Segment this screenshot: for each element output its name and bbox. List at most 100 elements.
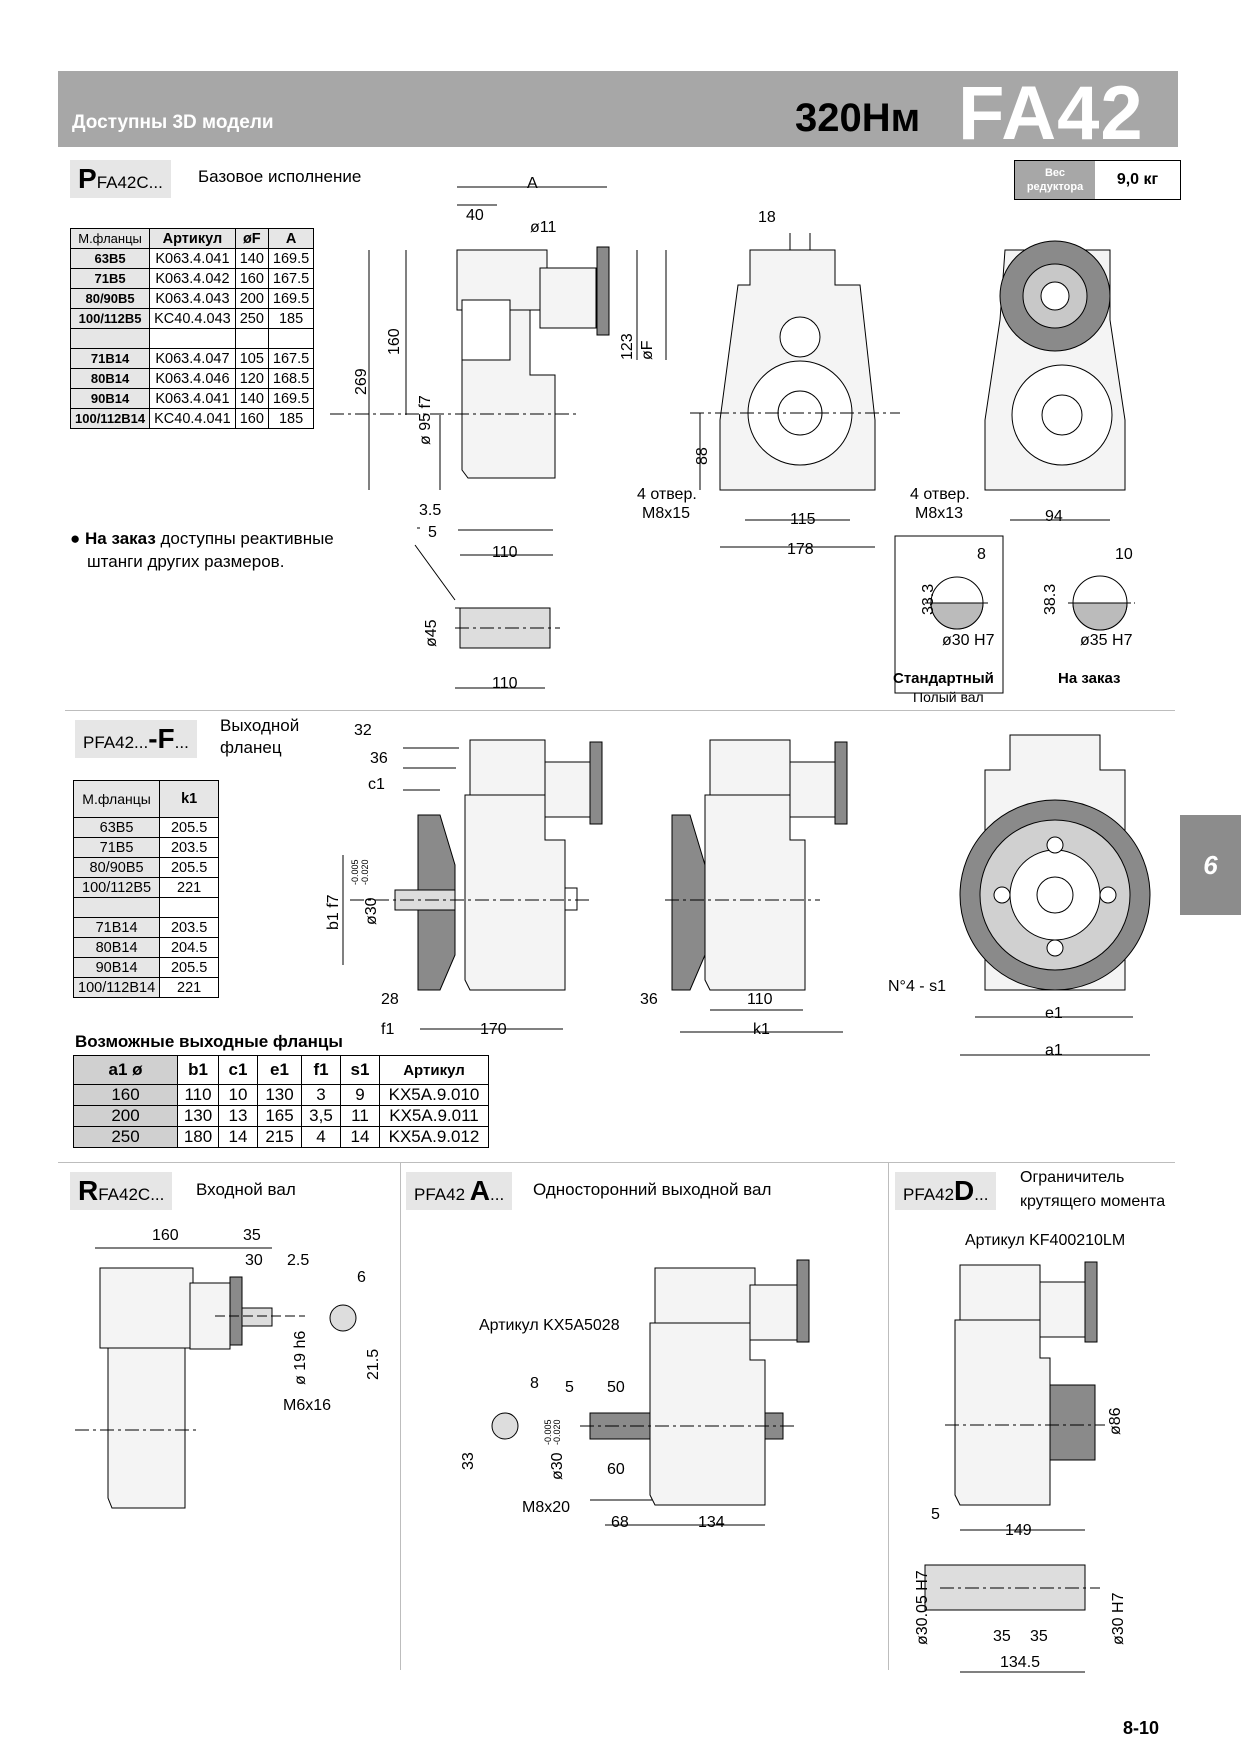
dim-f: øF — [639, 340, 656, 360]
table-cell: KX5A.9.011 — [379, 1105, 489, 1127]
section4-title: Односторонний выходной вал — [533, 1180, 772, 1199]
dim-6: 6 — [357, 1269, 366, 1286]
table-cell: 160 — [73, 1084, 178, 1106]
table-cell: 203.5 — [159, 837, 220, 858]
input-shaft-view — [99, 1267, 357, 1509]
table-cell — [72, 897, 161, 918]
table-cell: 169.5 — [267, 248, 315, 269]
holes1-line2: M8x15 — [642, 505, 690, 522]
dim-160-input: 160 — [152, 1227, 179, 1244]
divider — [65, 710, 1175, 711]
table-cell: 90B14 — [72, 957, 161, 978]
key-10: 10 — [1115, 546, 1133, 563]
table-cell: 80/90B5 — [72, 857, 161, 878]
flange-side-view-1 — [394, 739, 603, 991]
col-header: k1 — [159, 780, 220, 818]
table-cell: 71B14 — [72, 917, 161, 938]
key-35: ø35 H7 — [1080, 632, 1133, 649]
dim-11: ø11 — [530, 219, 556, 236]
dim-95: ø 95 f7 — [417, 395, 434, 445]
dim-5-output: 5 — [565, 1379, 574, 1396]
gearbox-right-view — [984, 240, 1126, 521]
divider — [58, 1162, 1175, 1163]
table-cell: 71B14 — [69, 348, 151, 369]
dim-86: ø86 — [1107, 1407, 1124, 1435]
dim-5-limiter: 5 — [931, 1506, 940, 1523]
section3-title: Входной вал — [196, 1180, 296, 1199]
section4-code: PFA42 A... — [406, 1172, 513, 1210]
dim-110b: 110 — [492, 675, 518, 692]
col-header: a1 ø — [73, 1055, 178, 1085]
table-cell: 204.5 — [159, 937, 220, 958]
table-cell: 90B14 — [69, 388, 151, 409]
divider — [400, 1162, 401, 1670]
table-cell: 140 — [234, 388, 269, 409]
dim-35a: 35 — [993, 1628, 1011, 1645]
dim-178: 178 — [787, 541, 814, 558]
section2-code: PFA42...-F... — [75, 720, 197, 758]
table-cell: 14 — [218, 1126, 258, 1148]
dim-269: 269 — [353, 368, 370, 395]
divider — [888, 1162, 889, 1670]
table-cell: 4 — [301, 1126, 341, 1148]
dim-134: 134 — [698, 1514, 725, 1531]
dim-s1: N°4 - s1 — [888, 978, 946, 995]
table-cell: 250 — [73, 1126, 178, 1148]
dim-30-output: ø30 — [549, 1452, 566, 1480]
dim-134-5: 134.5 — [1000, 1654, 1040, 1671]
col-header: М.фланцы — [72, 780, 161, 818]
shaft-standard-sub: Полый вал — [913, 689, 984, 705]
table-cell: 100/112B14 — [72, 977, 161, 998]
dim-18: 18 — [758, 209, 776, 226]
dim-149: 149 — [1005, 1522, 1032, 1539]
table-cell: 185 — [267, 408, 315, 429]
flange-front-view — [959, 734, 1151, 991]
dim-30: ø30 — [363, 897, 380, 925]
table-row — [72, 897, 220, 918]
dim-45: ø45 — [423, 619, 440, 647]
dim-30-limiter: ø30 H7 — [1110, 1592, 1127, 1645]
table-cell: 165 — [257, 1105, 302, 1127]
thread-m6: M6x16 — [283, 1397, 331, 1414]
chapter-tab: 6 — [1180, 815, 1241, 915]
key-33: 33.3 — [920, 584, 937, 615]
table-cell: 71B5 — [69, 268, 151, 289]
col-header: Артикул — [379, 1055, 489, 1085]
header-torque: 320Нм — [795, 96, 921, 140]
thread-m8: M8x20 — [522, 1499, 570, 1516]
table-cell: 80B14 — [72, 937, 161, 958]
dim-e1: e1 — [1045, 1005, 1063, 1022]
col-header: Артикул — [149, 228, 236, 249]
dim-k1: k1 — [753, 1021, 770, 1038]
table-cell: 160 — [234, 408, 269, 429]
header-3d-models: Доступны 3D модели — [72, 112, 274, 133]
dim-21-5: 21.5 — [365, 1349, 382, 1380]
table-cell: 63B5 — [72, 817, 161, 838]
table-cell: 11 — [340, 1105, 380, 1127]
col-header: øF — [234, 228, 269, 249]
dim-36b: 36 — [640, 991, 658, 1008]
key-38: 38.3 — [1042, 584, 1059, 615]
dim-30-05: ø30.05 H7 — [914, 1570, 931, 1645]
section3-code: RFA42C... — [70, 1172, 173, 1210]
dim-110-flange: 110 — [747, 991, 773, 1008]
col-header: f1 — [301, 1055, 341, 1085]
dim-a1: a1 — [1045, 1042, 1063, 1059]
table-cell: 130 — [177, 1105, 219, 1127]
